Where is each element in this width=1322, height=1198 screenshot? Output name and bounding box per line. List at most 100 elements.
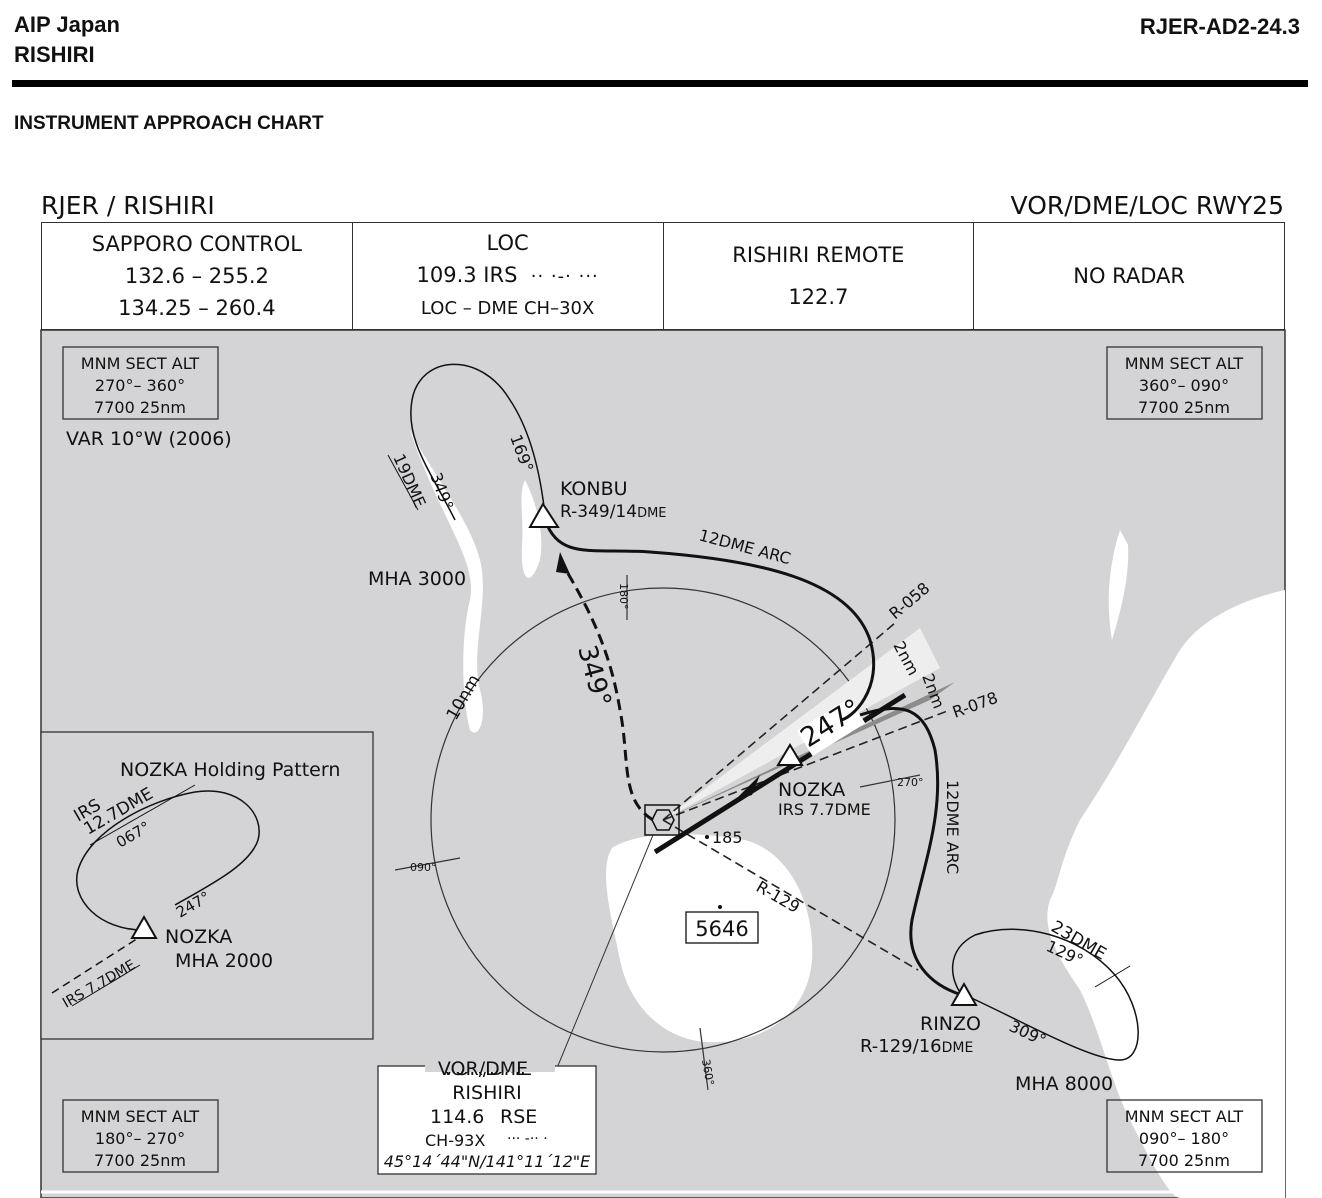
konbu-def-unit: DME <box>637 506 666 521</box>
aerodrome-name: RISHIRI <box>14 42 95 67</box>
vor-dme-box-icon <box>644 804 680 836</box>
vor-channel: CH-93X <box>425 1131 485 1150</box>
communications-strip: SAPPORO CONTROL 132.6 – 255.2 134.25 – 2… <box>41 222 1285 330</box>
outbound-course-arrow <box>556 552 570 574</box>
radial-078-line <box>662 709 951 821</box>
magnetic-variation: VAR 10°W (2006) <box>66 428 232 450</box>
comm-loc: LOC 109.3 IRS ·· ·-· ··· LOC – DME CH–30… <box>353 223 664 329</box>
peak-elevation: 5646 <box>695 917 748 941</box>
msa-ne-alt: 7700 25nm <box>1138 398 1230 417</box>
konbu-def-radial: R-349/14 <box>560 502 637 522</box>
control-freq-2: 134.25 – 260.4 <box>118 296 276 320</box>
msa-box-se: MNM SECT ALT 090°– 180° 7700 25nm <box>1106 1099 1263 1173</box>
nozka-def: IRS 7.7DME <box>778 800 871 819</box>
rinzo-mha: MHA 8000 <box>1015 1073 1113 1095</box>
bearing-270: 270° <box>897 776 924 789</box>
konbu-holding-pattern <box>410 363 546 521</box>
comm-radar: NO RADAR <box>974 223 1284 329</box>
final-approach-shade-dark <box>663 682 955 820</box>
inset-title: NOZKA Holding Pattern <box>120 759 340 781</box>
chart-id-procedure: VOR/DME/LOC RWY25 <box>1010 191 1284 220</box>
peak-box <box>685 911 759 944</box>
konbu-mha: MHA 3000 <box>368 568 466 590</box>
radial-058-line <box>662 622 896 821</box>
konbu-name: KONBU <box>560 478 628 500</box>
vor-morse: ··· -·· · <box>507 1131 548 1147</box>
northern-island <box>410 430 483 733</box>
konbu-fix-icon <box>528 502 560 528</box>
comm-remote: RISHIRI REMOTE 122.7 <box>664 223 975 329</box>
control-name: SAPPORO CONTROL <box>91 232 303 256</box>
msa-nw-sector: 270°– 360° <box>95 376 185 395</box>
loc-dme: LOC – DME CH–30X <box>420 298 595 319</box>
control-freq-1: 132.6 – 255.2 <box>124 264 269 288</box>
msa-sw-title: MNM SECT ALT <box>81 1107 200 1126</box>
bearing-360: 360° <box>699 1058 716 1086</box>
msa-nw-alt: 7700 25nm <box>94 398 186 417</box>
dme-arc-12-east <box>859 706 963 997</box>
inset-fix: NOZKA <box>165 926 232 948</box>
vor-hexagon-icon <box>651 809 675 831</box>
ten-nm-ring <box>430 587 896 1053</box>
rinzo-def-radial: R-129/16 <box>860 1036 942 1057</box>
vor-callout-line <box>556 834 654 1069</box>
msa-ne-sector: 360°– 090° <box>1139 376 1229 395</box>
rinzo-def: R-129/16DME <box>860 1036 973 1057</box>
inset-holding-pattern <box>75 790 260 931</box>
bearing-090: 090° <box>410 861 437 874</box>
chart-id-aerodrome: RJER / RISHIRI <box>41 191 215 220</box>
msa-se-alt: 7700 25nm <box>1138 1151 1230 1170</box>
msa-sw-sector: 180°– 270° <box>95 1129 185 1148</box>
vor-type-overlay: VOR/DME <box>438 1058 528 1080</box>
publication-header: AIP Japan RISHIRI <box>14 10 120 70</box>
msa-box-ne: MNM SECT ALT 360°– 090° 7700 25nm <box>1106 346 1263 420</box>
cape-land <box>1108 530 1129 640</box>
vor-name: RISHIRI <box>452 1082 522 1104</box>
rinzo-23dme-limit <box>1094 965 1131 988</box>
inset-nozka-icon <box>130 914 158 939</box>
msa-nw-title: MNM SECT ALT <box>81 354 200 373</box>
inset-limit-line <box>71 964 141 1007</box>
hokkaido-coast <box>1047 590 1285 1198</box>
radial-129-line <box>662 819 919 971</box>
vor-box-title-gap <box>425 1058 555 1072</box>
vor-freq: 114.6 <box>430 1106 484 1128</box>
vor-coords: 45°14´44"N/141°11´12"E <box>384 1152 591 1171</box>
msa-ne-title: MNM SECT ALT <box>1125 354 1244 373</box>
loc-title: LOC <box>486 231 529 255</box>
nozka-name: NOZKA <box>778 779 845 801</box>
inset-mha: MHA 2000 <box>175 950 273 972</box>
radar-status: NO RADAR <box>1073 264 1186 288</box>
rinzo-holding-pattern <box>952 928 1139 1061</box>
remote-freq: 122.7 <box>788 285 849 309</box>
spot-elevation-185: 185 <box>712 828 743 847</box>
page-reference: RJER-AD2-24.3 <box>1139 14 1300 39</box>
comm-control: SAPPORO CONTROL 132.6 – 255.2 134.25 – 2… <box>42 223 353 329</box>
bearing-180: 180° <box>617 583 630 610</box>
publication-name: AIP Japan <box>14 12 120 37</box>
loc-morse: ·· ·-· ··· <box>530 266 599 287</box>
rinzo-def-unit: DME <box>942 1040 974 1056</box>
inset-dme-line <box>89 784 196 846</box>
remote-name: RISHIRI REMOTE <box>732 243 905 267</box>
dme-arc-12-east-label: 12DME ARC <box>943 780 962 874</box>
msa-box-sw: MNM SECT ALT 180°– 270° 7700 25nm <box>62 1099 219 1173</box>
header-rule <box>12 80 1308 87</box>
spot-elevation-185-dot <box>705 835 709 839</box>
dme-arc-12-north <box>543 519 876 722</box>
msa-sw-alt: 7700 25nm <box>94 1151 186 1170</box>
rinzo-name: RINZO <box>920 1013 981 1035</box>
loc-freq: 109.3 IRS <box>416 263 518 287</box>
rinzo-fix-icon <box>950 981 978 1006</box>
nozka-fix-icon <box>776 743 804 766</box>
final-course-label-bg <box>796 697 866 757</box>
loc-freq-line: 109.3 IRS ·· ·-· ··· <box>416 259 598 293</box>
outbound-course-349 <box>558 559 654 822</box>
msa-box-nw: MNM SECT ALT 270°– 360° 7700 25nm <box>62 346 219 420</box>
peak-dot <box>718 905 722 909</box>
nozka-holding-inset: NOZKA Holding Pattern IRS 12.7DME 067° 2… <box>40 731 374 1040</box>
final-course-arrow <box>735 775 760 800</box>
final-approach-shade-light <box>663 628 940 820</box>
ring-bearing-ticks <box>394 575 921 1091</box>
